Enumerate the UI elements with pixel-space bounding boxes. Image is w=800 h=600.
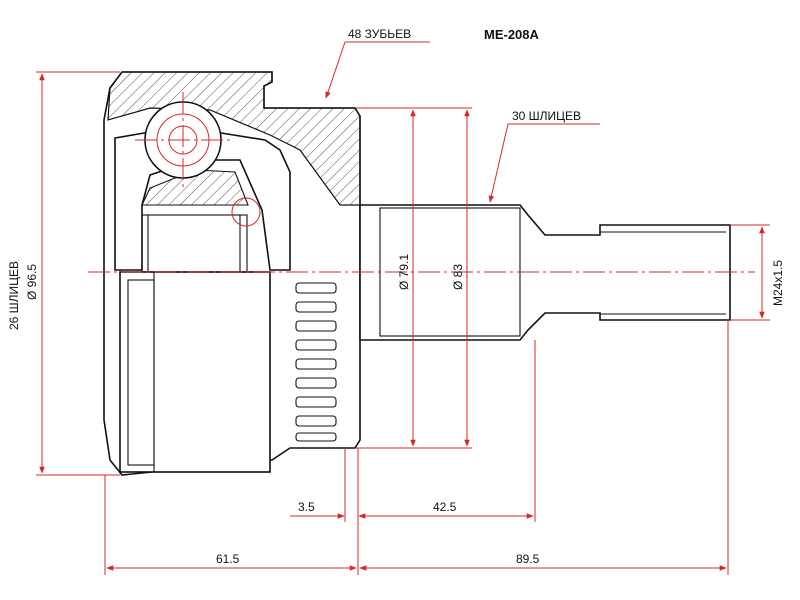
abs-ring-teeth	[295, 282, 337, 442]
ring-outer-diameter-label: Ø 83	[451, 264, 465, 290]
inner-splines-note: 26 ШЛИЦЕВ	[7, 261, 21, 330]
thread-label: M24x1.5	[771, 260, 785, 306]
leader-lines	[325, 41, 600, 203]
part-number: ME-208A	[484, 27, 540, 42]
teeth-note: 48 ЗУБЬЕВ	[348, 27, 411, 41]
ball-crosshair	[135, 92, 261, 227]
shaft-length-label: 89.5	[516, 552, 540, 566]
ring-inner-diameter-label: Ø 79.1	[397, 254, 411, 290]
body-length-label: 61.5	[216, 552, 240, 566]
stem-length-label: 42.5	[433, 500, 457, 514]
cage-section	[141, 169, 249, 206]
gap-label: 3.5	[298, 500, 315, 514]
joint-body	[103, 71, 731, 476]
extension-lines	[36, 71, 770, 575]
outer-splines-note: 30 ШЛИЦЕВ	[512, 109, 581, 123]
body-diameter-label: Ø 96.5	[25, 264, 39, 300]
dimension-lines	[39, 73, 765, 571]
